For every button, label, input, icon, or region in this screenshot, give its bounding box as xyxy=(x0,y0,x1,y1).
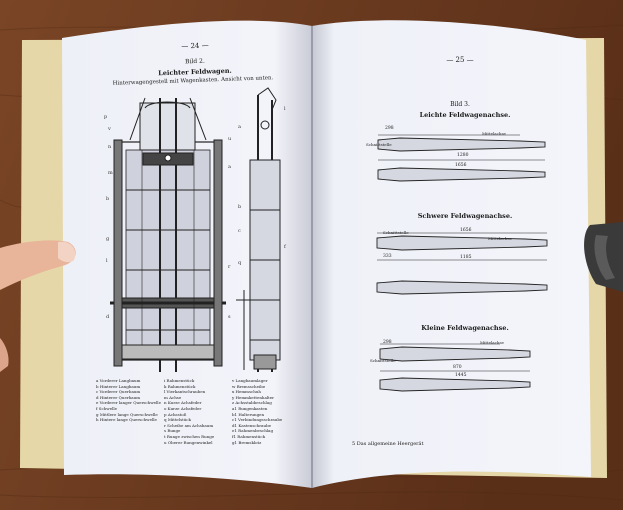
legend-column-3: v Langbaumlager w Bremsscheibe x Hemmsch… xyxy=(232,378,282,445)
heading-heavy-axle: Schwere Feldwagenachse. xyxy=(417,212,513,220)
dim-light-b: 1280 xyxy=(457,153,469,158)
legend-entry: i Rahmenstück xyxy=(164,378,195,383)
wagon-drawing-plan-view xyxy=(110,97,226,372)
legend-entry: o Kurze Achsfeder xyxy=(164,405,202,411)
legend-entry: a1 Rungenkasten xyxy=(232,405,268,411)
legend-entry: b1 Halterungen xyxy=(232,411,265,417)
dim-heavy-label2: Mittelachse xyxy=(488,236,512,241)
svg-text:m: m xyxy=(108,170,113,176)
svg-text:d: d xyxy=(106,314,110,320)
legend-entry: g1 Bremsklotz xyxy=(232,439,262,445)
dim-light-label2: Mittelachse xyxy=(482,131,506,136)
legend-entry: h Hintere lange Querschwelle xyxy=(96,417,157,423)
legend-entry: f1 Rahmenstück xyxy=(232,433,265,439)
legend-entry: x Hemmschuh xyxy=(232,389,261,395)
legend-entry: k Rahmenstück xyxy=(164,383,196,389)
dim-light-label: Schnittstelle xyxy=(366,142,392,147)
legend-entry: e Vorderer langer Querschwelle xyxy=(96,400,161,406)
right-page xyxy=(312,20,591,489)
legend-entry: p Achsstoß xyxy=(164,411,187,417)
dim-small-c: 1445 xyxy=(455,373,467,378)
heading-light-axle: Leichte Feldwagenachse. xyxy=(419,111,511,119)
svg-text:f: f xyxy=(284,244,287,250)
axle-drawing-light xyxy=(377,134,546,182)
svg-text:v: v xyxy=(107,126,111,132)
svg-text:r: r xyxy=(228,264,231,270)
svg-text:l: l xyxy=(284,106,286,112)
legend-entry: e1 Rahmenbeschlag xyxy=(232,428,274,434)
right-figure-label: Bild 3. xyxy=(450,101,470,108)
svg-text:b: b xyxy=(106,196,109,202)
legend-entry: f Schwelle xyxy=(96,405,118,411)
dim-heavy-a: 1656 xyxy=(460,228,472,233)
svg-text:n: n xyxy=(108,144,112,150)
dim-small-b: 870 xyxy=(453,365,462,370)
legend-entry: c1 Verbindungsschraube xyxy=(232,417,283,423)
legend-entry: v Langbaumlager xyxy=(232,378,268,383)
svg-text:p: p xyxy=(104,114,107,120)
legend-entry: d1 Kastenschraube xyxy=(232,422,272,428)
svg-text:a: a xyxy=(238,124,241,130)
finger-upper xyxy=(0,240,76,290)
finger-lower xyxy=(0,338,9,372)
axle-drawing-small xyxy=(379,343,531,392)
legend-entry: z Achsstabbeschlag xyxy=(232,400,272,406)
dim-heavy-label: Schnittstelle xyxy=(383,230,409,235)
legend-entry: r Scheibe am Achsbaum xyxy=(164,422,214,428)
wagon-drawing-side-view xyxy=(236,87,281,372)
right-page-footer: 5 Das allgemeine Heergerät xyxy=(352,441,424,447)
svg-text:s: s xyxy=(228,314,231,320)
dim-light-a: 298 xyxy=(385,126,394,131)
dim-small-a: 298 xyxy=(383,340,392,345)
svg-text:b: b xyxy=(238,204,241,210)
right-page-number: — 25 — xyxy=(446,56,474,64)
svg-text:q: q xyxy=(238,260,242,266)
legend-entry: d Hinterer Querbaum xyxy=(96,394,141,400)
legend-entry: l Vierkantschrauben xyxy=(164,389,206,395)
svg-text:a: a xyxy=(228,164,231,170)
legend-entry: w Bremsscheibe xyxy=(232,383,266,389)
legend-entry: s Runge xyxy=(164,428,181,434)
legend-column-1: a Vorderer Langbaum b Hinterer Langbaum … xyxy=(96,378,161,423)
axle-drawing-heavy xyxy=(376,232,548,295)
dim-heavy-b: 333 xyxy=(383,254,392,259)
dim-light-c: 1656 xyxy=(455,163,467,168)
svg-text:c: c xyxy=(238,228,241,234)
svg-text:l: l xyxy=(106,258,108,264)
legend-entry: y Hemmkettenhalter xyxy=(232,394,275,400)
heading-small-axle: Kleine Feldwagenachse. xyxy=(421,324,509,332)
legend-entry: n Kurze Achsfeder xyxy=(164,400,202,406)
legend-entry: u Oberer Rungenwinkel xyxy=(164,439,213,445)
legend-column-2: i Rahmenstück k Rahmenstück l Vierkantsc… xyxy=(164,378,214,445)
dim-small-label: Schnittstelle xyxy=(370,358,396,363)
legend-entry: g Mittlere lange Querschwelle xyxy=(96,411,158,417)
dim-heavy-c: 1185 xyxy=(460,255,472,260)
legend-entry: c Vorderer Querbaum xyxy=(96,389,141,395)
svg-text:u: u xyxy=(228,136,232,142)
dim-small-label2: Mittelachse xyxy=(480,340,504,345)
legend-entry: t Runge zwischen Runge xyxy=(164,433,215,439)
legend-entry: b Hinterer Langbaum xyxy=(96,383,141,389)
legend-entry: a Vorderer Langbaum xyxy=(96,378,141,383)
legend-entry: m Achse xyxy=(164,394,182,400)
svg-text:g: g xyxy=(106,236,110,242)
legend-entry: q Mittelstück xyxy=(164,417,191,423)
